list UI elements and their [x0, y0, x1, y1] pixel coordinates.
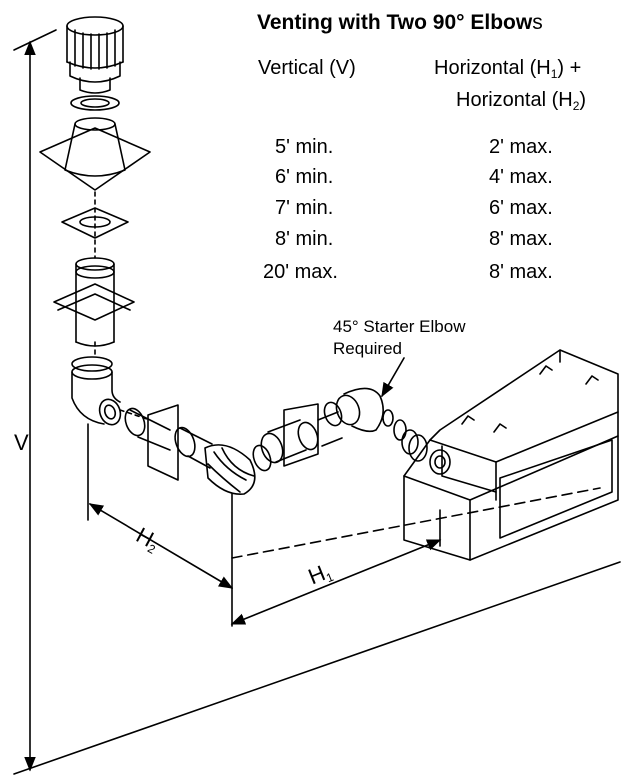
h2-dimension-line	[88, 503, 234, 589]
second-90-elbow	[204, 444, 272, 495]
starter-elbow-45	[335, 387, 419, 455]
row-4-horizontal: 8' max.	[489, 228, 553, 250]
row-3-horizontal: 6' max.	[489, 197, 553, 219]
v-extension-top	[13, 29, 57, 51]
row-1-horizontal: 2' max.	[489, 136, 553, 158]
v-extension-bottom	[13, 561, 621, 775]
row-2-horizontal: 4' max.	[489, 166, 553, 188]
starter-elbow-callout-line2: Required	[333, 339, 402, 358]
horizontal-run-h2	[119, 404, 213, 481]
diagram-title: Venting with Two 90° Elbows	[257, 11, 543, 34]
horizontal-column-header-line1: Horizontal (H1) +	[434, 57, 582, 81]
horizontal-column-header-line2: Horizontal (H2)	[456, 89, 587, 113]
storm-collar-ring	[70, 95, 120, 111]
vent-cap	[66, 16, 124, 94]
starter-elbow-callout-line1: 45° Starter Elbow	[333, 317, 466, 336]
appliance-box	[403, 349, 619, 561]
row-5-horizontal: 8' max.	[489, 261, 553, 283]
h1-dimension-line	[230, 539, 442, 625]
horizontal-run-h1	[260, 401, 343, 467]
vertical-column-header: Vertical (V)	[258, 57, 356, 79]
row-1-vertical: 5' min.	[275, 136, 334, 158]
row-4-vertical: 8' min.	[275, 228, 334, 250]
callout-arrow	[381, 357, 405, 398]
row-2-vertical: 6' min.	[275, 166, 334, 188]
box-centerline	[231, 487, 601, 559]
row-5-vertical: 20' max.	[263, 261, 338, 283]
vertical-pipe	[53, 191, 135, 357]
roof-flashing	[39, 117, 151, 191]
row-3-vertical: 7' min.	[275, 197, 334, 219]
first-90-elbow	[71, 356, 122, 426]
